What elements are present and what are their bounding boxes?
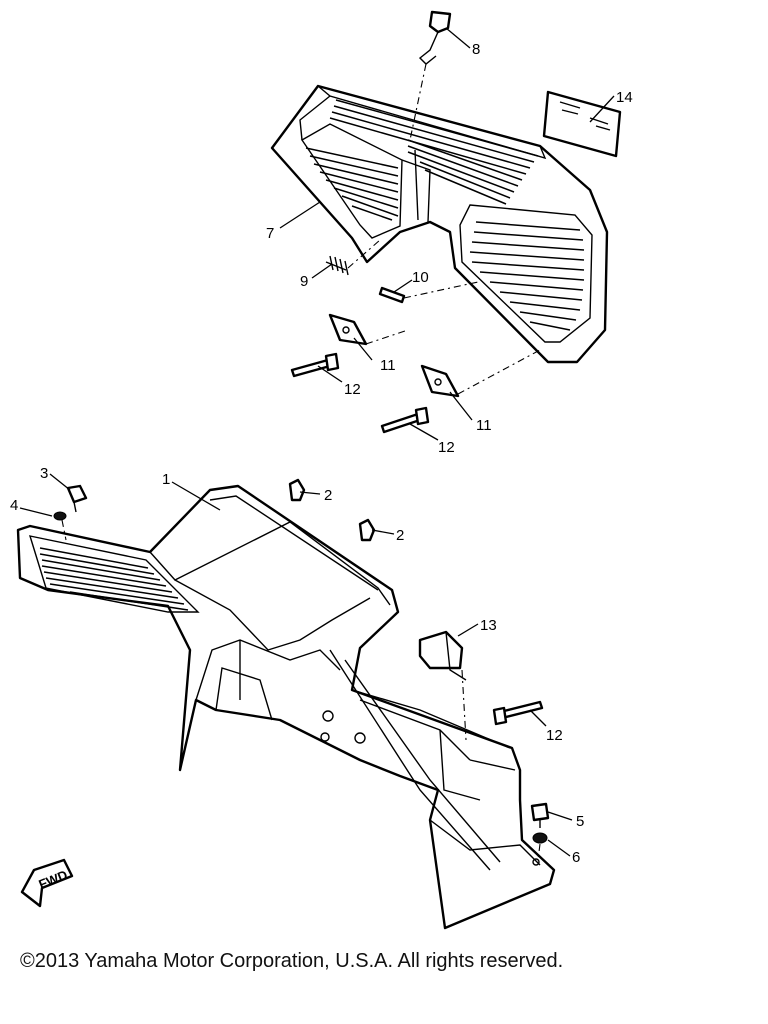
callout-14: 14	[616, 89, 633, 106]
bolt-part-5	[530, 802, 550, 828]
rivet-upper-left-part-12	[290, 352, 340, 378]
spring-part-9	[325, 239, 381, 276]
callout-12-upper-left: 12	[344, 381, 361, 398]
hood-top-grille	[329, 99, 539, 205]
hinge-right-part-11	[420, 349, 541, 398]
callout-labels: 8 14 7 9 10 11 12 11 12 1 2 2 3 4 13 12 …	[10, 41, 633, 866]
callout-12-lower: 12	[546, 727, 563, 744]
callout-8: 8	[472, 41, 480, 58]
rivet-lower-part-12	[492, 700, 544, 726]
knob-part-8	[409, 10, 452, 141]
callout-11-upper: 11	[380, 357, 396, 374]
bracket-part-13	[418, 630, 467, 741]
washer-part-4	[53, 511, 67, 541]
washer-part-6	[532, 832, 548, 861]
bolt-part-3	[66, 484, 88, 513]
callout-6: 6	[572, 849, 580, 866]
main-frame-part-1	[16, 484, 556, 930]
callout-5: 5	[576, 813, 584, 830]
callout-12-upper-right: 12	[438, 439, 455, 456]
callout-11-lower: 11	[476, 417, 492, 434]
copyright-notice: ©2013 Yamaha Motor Corporation, U.S.A. A…	[20, 950, 564, 972]
callout-1: 1	[162, 471, 170, 488]
pin-part-10	[378, 281, 479, 304]
rivet-upper-right-part-12	[380, 406, 430, 434]
callout-13: 13	[480, 617, 497, 634]
leader-lines	[19, 27, 615, 857]
callout-3: 3	[40, 465, 48, 482]
frame-left-grille	[39, 547, 189, 611]
callout-2-lower: 2	[396, 527, 404, 544]
hood-left-grille	[305, 147, 399, 221]
callout-7: 7	[266, 225, 274, 242]
callout-4: 4	[10, 497, 18, 514]
callout-9: 9	[300, 273, 308, 290]
callout-10: 10	[412, 269, 429, 286]
hinge-left-part-11	[328, 313, 409, 346]
callout-2-upper: 2	[324, 487, 332, 504]
hood-cover-part-7	[270, 84, 609, 364]
grommet-part-2-b	[358, 518, 376, 542]
forward-direction-arrow: FWD	[20, 858, 74, 908]
grommet-part-2-a	[288, 478, 306, 502]
hood-right-grille	[469, 221, 585, 331]
label-plate-part-14	[542, 90, 622, 158]
